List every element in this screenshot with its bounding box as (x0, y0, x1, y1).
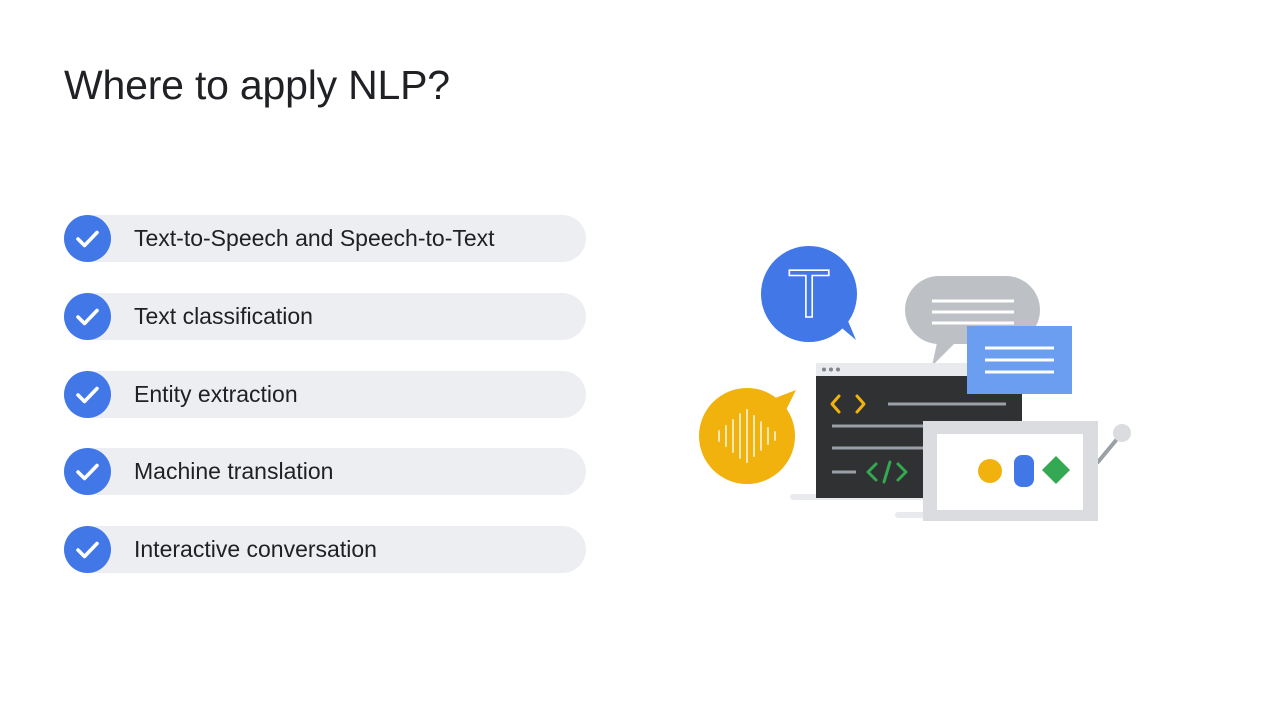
list-item-machine-translation: Machine translation (64, 448, 586, 495)
list-item-text-classification: Text classification (64, 293, 586, 340)
checkmark-icon (64, 526, 111, 573)
checkmark-icon (64, 448, 111, 495)
list-item-interactive-conversation: Interactive conversation (64, 526, 586, 573)
text-bubble-icon: T (761, 246, 857, 342)
list-item-entity-extraction: Entity extraction (64, 371, 586, 418)
list-item-label: Entity extraction (134, 381, 298, 407)
checkmark-icon (64, 293, 111, 340)
list-item-label: Machine translation (134, 458, 334, 484)
list-item-text-to-speech: Text-to-Speech and Speech-to-Text (64, 215, 586, 262)
audio-waveform-icon (699, 388, 796, 484)
shapes-card-icon (923, 421, 1131, 521)
text-letter: T (788, 259, 829, 333)
list-item-label: Text classification (134, 303, 313, 329)
slide-title: Where to apply NLP? (64, 62, 450, 108)
message-card-icon (967, 326, 1072, 394)
checkmark-icon (64, 215, 111, 262)
list-item-label: Interactive conversation (134, 536, 377, 562)
checkmark-icon (64, 371, 111, 418)
list-item-label: Text-to-Speech and Speech-to-Text (134, 225, 495, 251)
nlp-illustration: T (699, 246, 1131, 521)
